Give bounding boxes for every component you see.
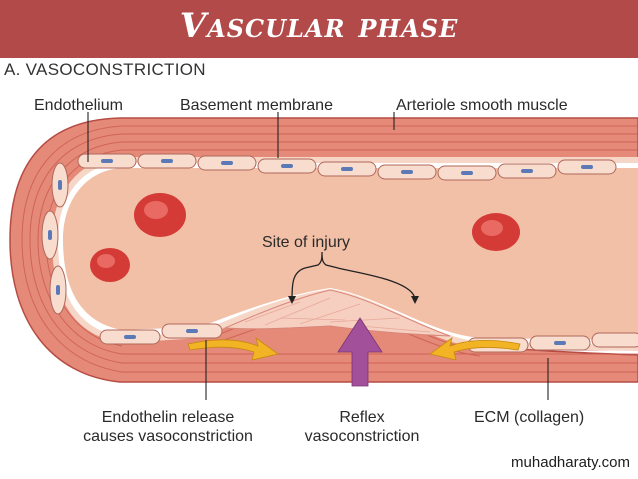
red-blood-cells [90,193,520,282]
label-reflex-vasoconstriction: Reflex vasoconstriction [282,408,442,446]
endothelin-arrow [187,337,279,361]
label-smooth-muscle: Arteriole smooth muscle [396,97,568,114]
reflex-arrow [337,317,383,387]
label-site-of-injury: Site of injury [262,234,351,251]
label-endothelium: Endothelium [34,97,123,114]
brace-arrowhead-right [411,296,419,304]
label-endothelin-release: Endothelin release causes vasoconstricti… [68,408,268,446]
label-basement-membrane: Basement membrane [180,97,333,114]
injury-brace [291,251,416,301]
title-bar: Vascular phase [0,0,638,58]
brace-arrowhead-left [288,296,296,304]
label-endothelin-line1: Endothelin release [101,409,235,426]
label-ecm: ECM (collagen) [474,409,585,426]
label-reflex-line1: Reflex [339,409,385,426]
collagen-fibers [244,297,431,333]
slide-title: Vascular phase [179,6,459,46]
watermark: muhadharaty.com [511,454,630,471]
label-reflex-line2: vasoconstriction [304,428,420,445]
injury-site [224,289,451,337]
label-endothelin-line2: causes vasoconstriction [83,428,253,445]
pointer-lines [87,112,549,400]
figure-subtitle: A. VASOCONSTRICTION [4,60,206,79]
lumen [63,168,638,340]
ecm-arrow [429,337,521,361]
